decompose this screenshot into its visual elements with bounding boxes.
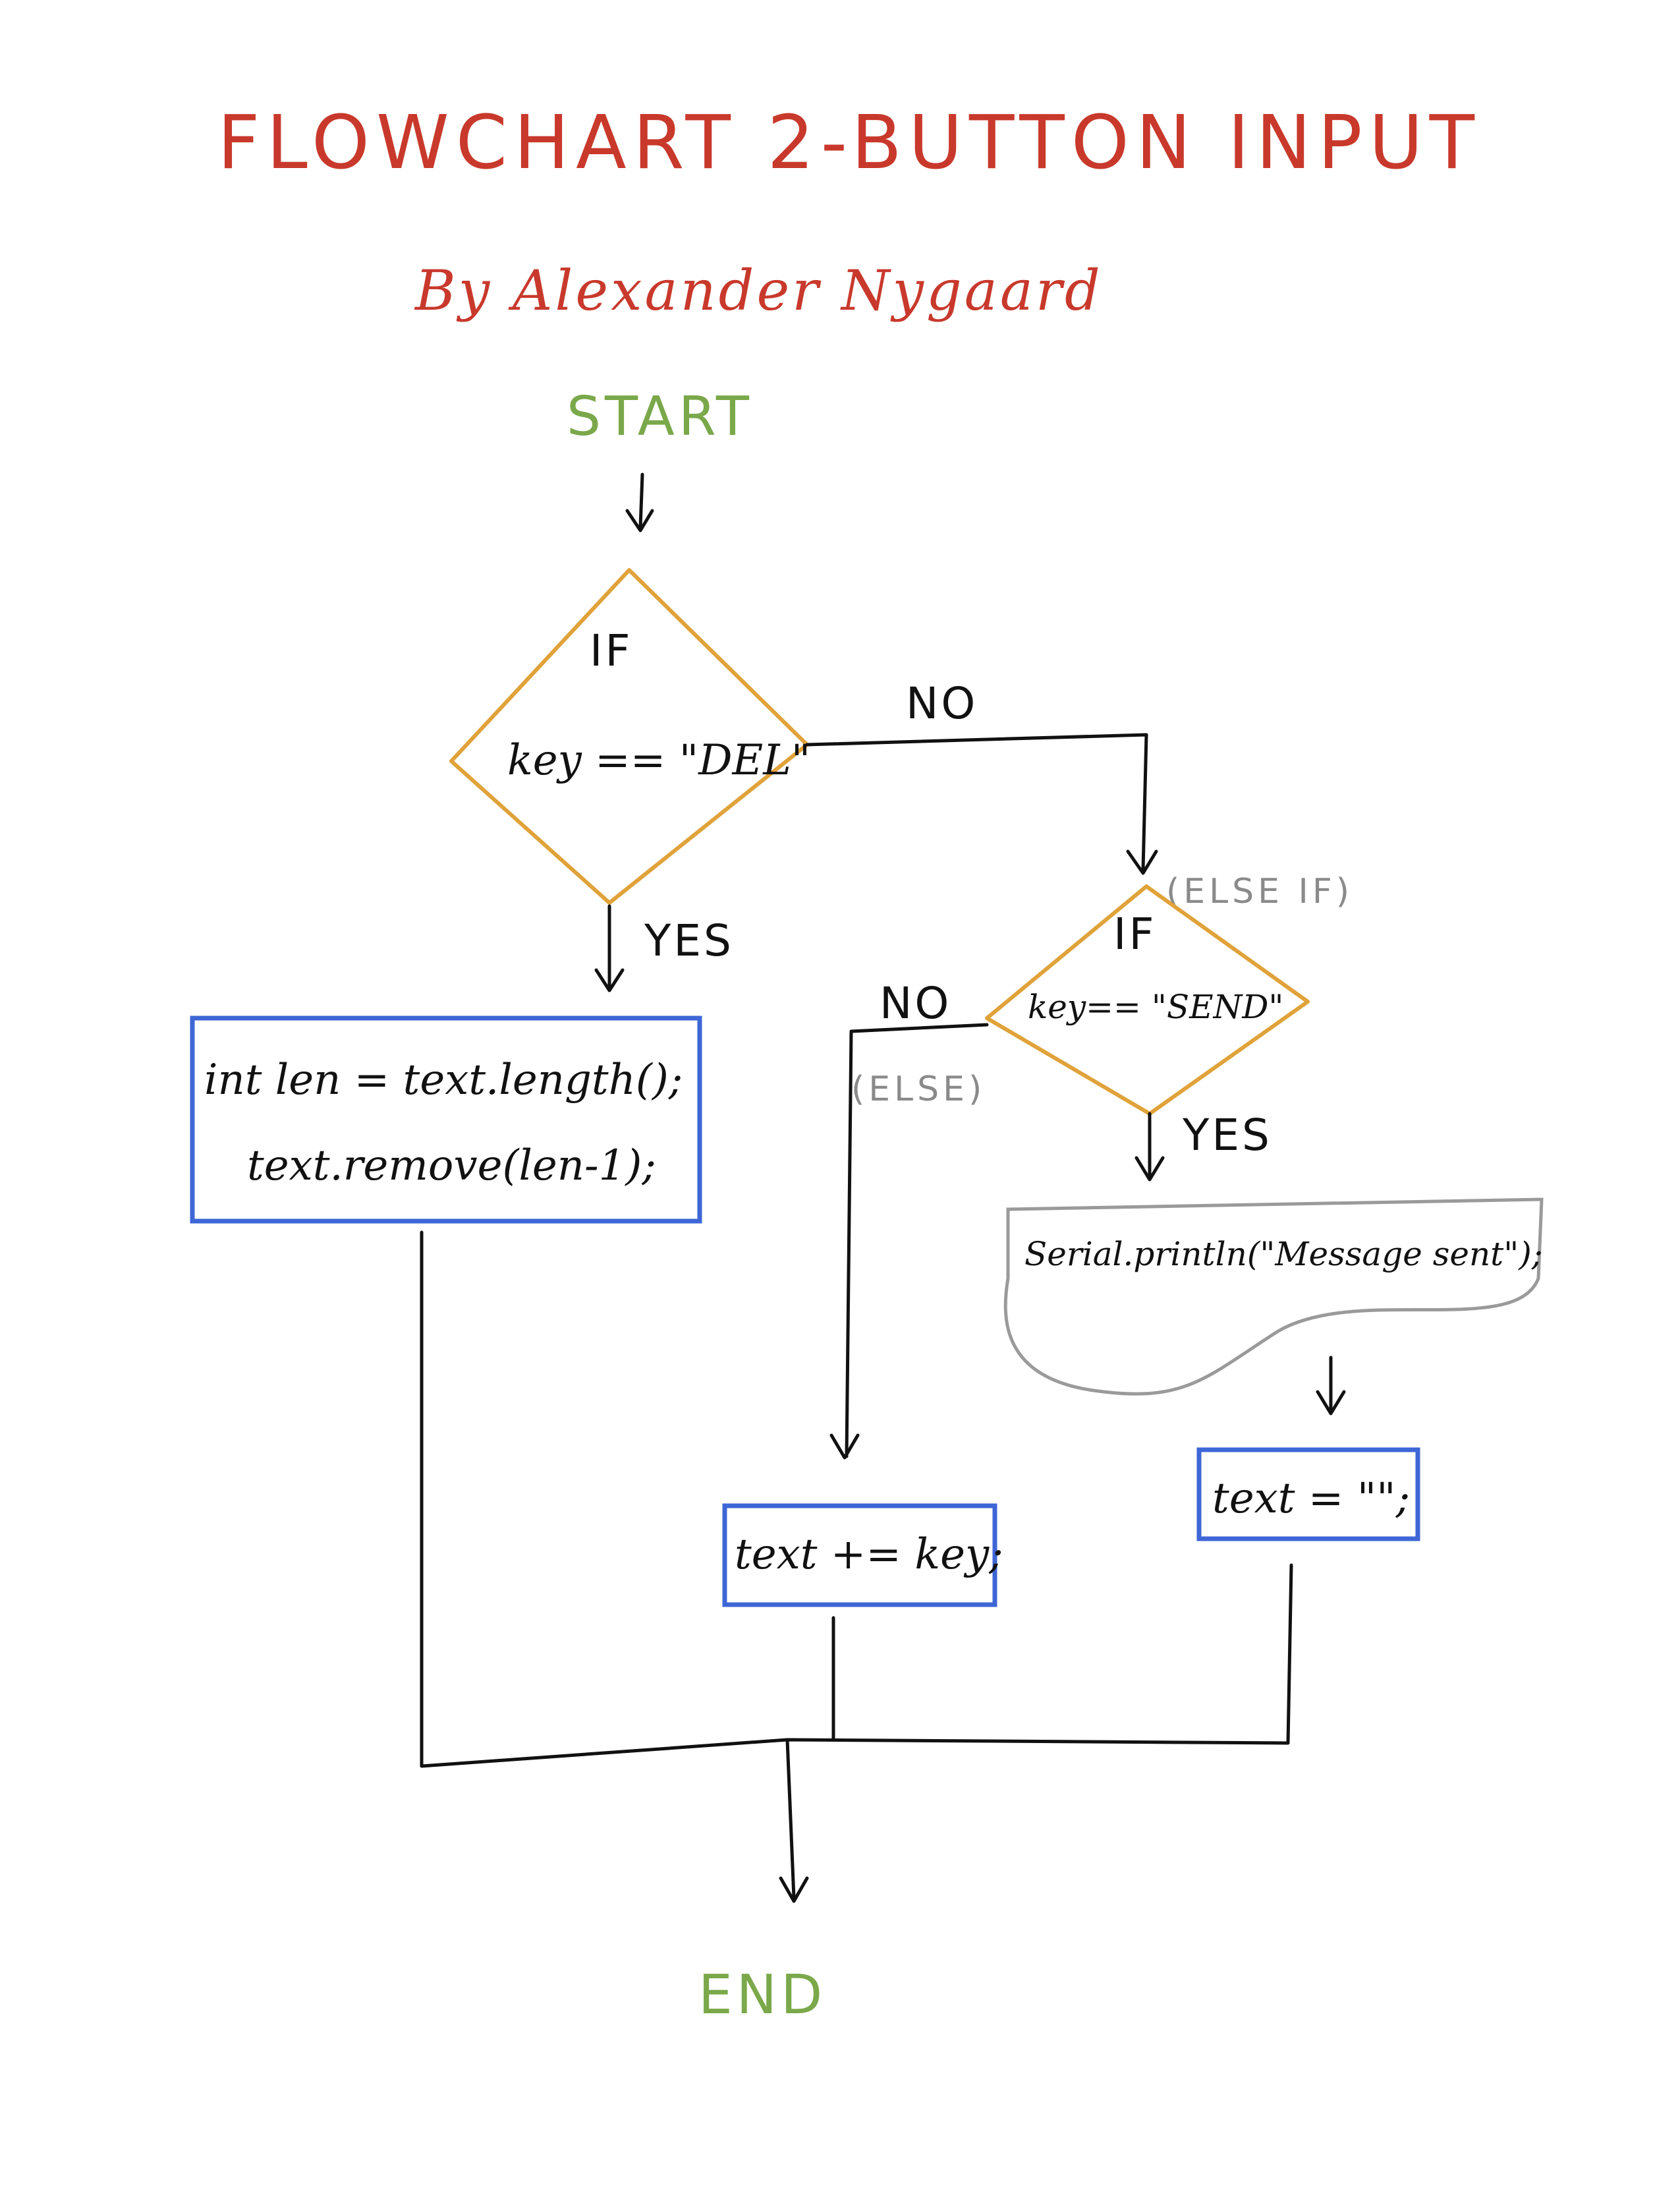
decision-del: IF key == "DEL": [449, 568, 810, 905]
append-key-block: text += key;: [722, 1503, 1003, 1607]
append-key-box: [722, 1503, 997, 1607]
del-no-label: NO: [906, 678, 978, 729]
merge-line: [420, 1230, 1293, 1768]
decision-send: IF key== "SEND": [985, 884, 1310, 1116]
else-if-note: (ELSE IF): [1166, 872, 1353, 911]
flowchart-author: By Alexander Nygaard: [414, 258, 1103, 323]
send-yes-label: YES: [1182, 1110, 1272, 1160]
end-terminal: END: [698, 1964, 826, 2026]
decision-send-keyword: IF: [1113, 909, 1156, 959]
clear-text-box: [1196, 1447, 1420, 1541]
del-yes-edge: [594, 904, 625, 992]
delete-char-block: int len = text.length(); text.remove(len…: [190, 1016, 702, 1224]
send-output-shape: [1003, 1197, 1544, 1396]
start-terminal: START: [567, 386, 753, 448]
del-yes-label: YES: [644, 915, 734, 966]
del-no-edge: [805, 733, 1158, 875]
send-output-text: Serial.println("Message sent");: [1024, 1235, 1543, 1273]
send-no-edge: [829, 1023, 989, 1460]
start-to-decision-edge: [625, 472, 654, 532]
decision-del-diamond: [449, 568, 809, 905]
else-note: (ELSE): [851, 1070, 986, 1109]
send-no-label: NO: [880, 978, 951, 1029]
delete-char-line1: int len = text.length();: [204, 1056, 683, 1104]
flowchart-title: FLOWCHART 2-BUTTON INPUT: [217, 100, 1481, 186]
decision-del-keyword: IF: [590, 625, 632, 676]
send-yes-edge: [1134, 1112, 1165, 1182]
append-key-code: text += key;: [735, 1530, 1003, 1579]
merge-edges: [420, 1230, 1293, 1903]
send-output-node: Serial.println("Message sent");: [1003, 1197, 1544, 1396]
clear-text-code: text = "";: [1212, 1474, 1410, 1523]
clear-text-block: text = "";: [1196, 1447, 1420, 1541]
delete-char-line2: text.remove(len-1);: [247, 1141, 656, 1190]
output-to-clear-edge: [1316, 1356, 1346, 1416]
decision-send-condition: key== "SEND": [1028, 988, 1283, 1026]
delete-char-box: [190, 1016, 702, 1224]
merge-to-end-line: [785, 1738, 796, 1900]
decision-del-condition: key == "DEL": [507, 736, 810, 785]
